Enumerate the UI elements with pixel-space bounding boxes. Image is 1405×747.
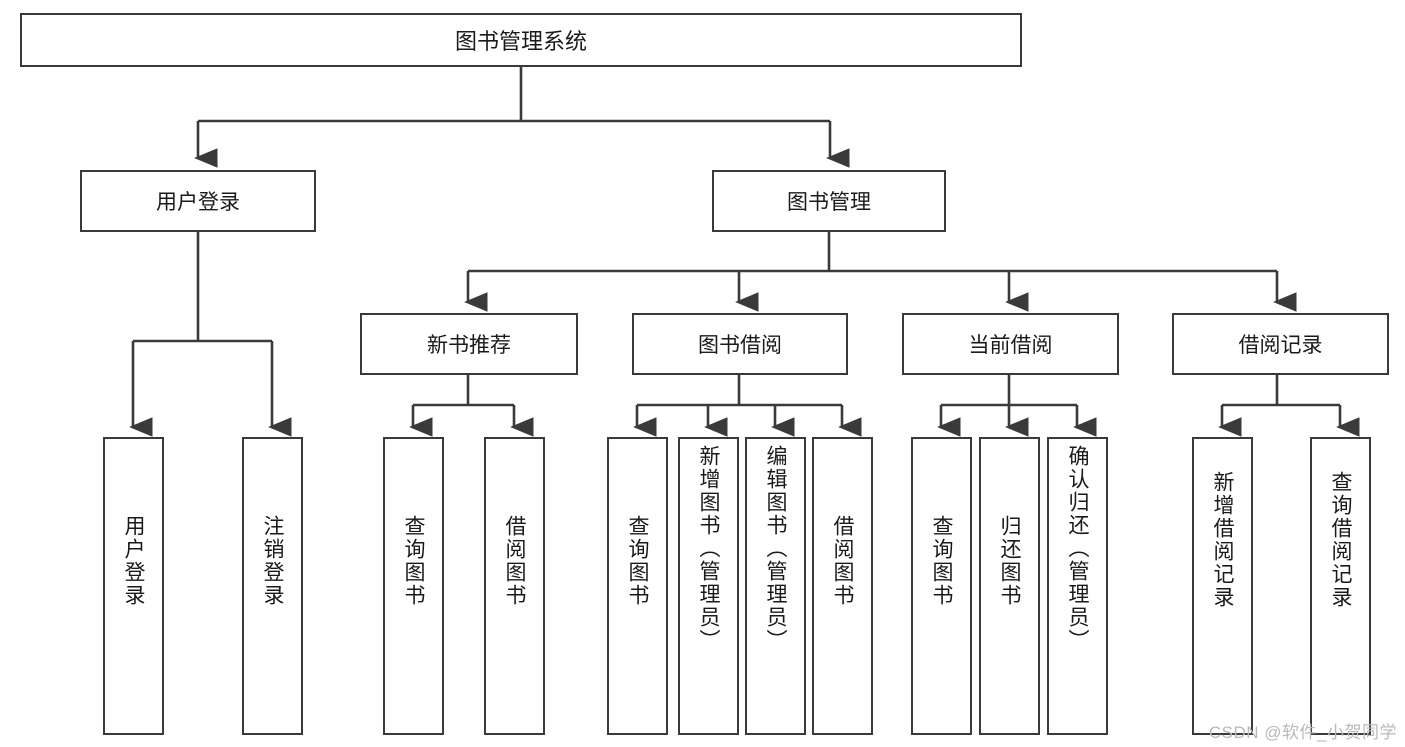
- node-root-system[interactable]: 图书管理系统: [20, 13, 1022, 67]
- leaf-book-borrow-add-label: 新增图书（管理员）: [697, 445, 720, 652]
- leaf-book-borrow-borrow-label: 借阅图书: [831, 515, 854, 607]
- node-user-login-label: 用户登录: [156, 191, 240, 214]
- leaf-current-borrow-query[interactable]: 查询图书: [911, 437, 972, 735]
- leaf-user-login-login-label: 用户登录: [122, 515, 145, 607]
- leaf-book-borrow-query-label: 查询图书: [626, 515, 649, 607]
- leaf-user-login-login[interactable]: 用户登录: [103, 437, 164, 735]
- leaf-new-book-query[interactable]: 查询图书: [383, 437, 444, 735]
- leaf-book-borrow-borrow[interactable]: 借阅图书: [812, 437, 873, 735]
- leaf-borrow-record-add[interactable]: 新增借阅记录: [1192, 437, 1253, 735]
- leaf-current-borrow-confirm-return[interactable]: 确认归还（管理员）: [1047, 437, 1108, 735]
- leaf-book-borrow-add[interactable]: 新增图书（管理员）: [678, 437, 739, 735]
- watermark-csdn: CSDN @软件_小贺同学: [1208, 723, 1397, 742]
- node-new-book-recommend-label: 新书推荐: [427, 334, 511, 357]
- node-borrow-record-label: 借阅记录: [1238, 334, 1323, 357]
- leaf-new-book-borrow-label: 借阅图书: [503, 515, 526, 607]
- node-current-borrow-label: 当前借阅: [968, 334, 1053, 357]
- leaf-new-book-query-label: 查询图书: [402, 515, 425, 607]
- node-book-management-label: 图书管理: [787, 191, 871, 214]
- leaf-borrow-record-query-label: 查询借阅记录: [1329, 471, 1352, 609]
- leaf-book-borrow-query[interactable]: 查询图书: [607, 437, 668, 735]
- node-book-borrow-label: 图书借阅: [698, 334, 782, 357]
- leaf-new-book-borrow[interactable]: 借阅图书: [484, 437, 545, 735]
- leaf-user-login-logout[interactable]: 注销登录: [242, 437, 303, 735]
- leaf-book-borrow-edit-label: 编辑图书（管理员）: [764, 445, 787, 652]
- node-book-management[interactable]: 图书管理: [712, 170, 946, 232]
- node-root-label: 图书管理系统: [454, 29, 587, 54]
- leaf-current-borrow-return[interactable]: 归还图书: [979, 437, 1040, 735]
- node-borrow-record[interactable]: 借阅记录: [1172, 313, 1389, 375]
- node-book-borrow[interactable]: 图书借阅: [632, 313, 848, 375]
- leaf-current-borrow-return-label: 归还图书: [998, 515, 1021, 607]
- leaf-book-borrow-edit[interactable]: 编辑图书（管理员）: [745, 437, 806, 735]
- leaf-borrow-record-query[interactable]: 查询借阅记录: [1310, 437, 1371, 735]
- leaf-borrow-record-add-label: 新增借阅记录: [1211, 471, 1234, 609]
- leaf-current-borrow-query-label: 查询图书: [930, 515, 953, 607]
- node-new-book-recommend[interactable]: 新书推荐: [360, 313, 578, 375]
- node-user-login[interactable]: 用户登录: [80, 170, 316, 232]
- node-current-borrow[interactable]: 当前借阅: [902, 313, 1119, 375]
- leaf-current-borrow-confirm-return-label: 确认归还（管理员）: [1066, 445, 1089, 652]
- leaf-user-login-logout-label: 注销登录: [261, 515, 284, 607]
